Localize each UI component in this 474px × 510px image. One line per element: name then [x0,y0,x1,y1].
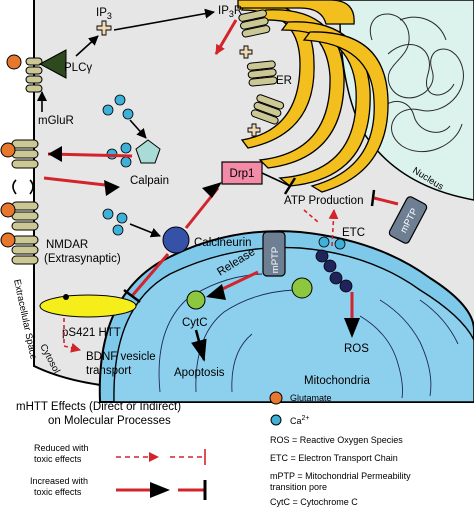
phospho-site [63,294,69,300]
inhibit-bar-mptp-atp [370,189,376,207]
inhibit-mptp-atp [373,196,399,206]
inhibit-ip3r-red [214,19,238,55]
cytc-inner-marker [291,277,313,299]
inhibit-calcineurin-htt [130,253,170,297]
inhibit-bar-drp1-atp [283,177,297,195]
mglur-receptor [6,54,43,93]
legend-glutamate-label: Glutamate [290,393,332,403]
etc-chain [315,249,353,293]
legend-calcium-label: Ca2+ [290,415,310,426]
arrow-ip3-ip3r [113,8,215,31]
inhibit-bar-calcineurin-htt [123,289,141,303]
arrowhead-receptor-calpain [104,180,120,196]
nmdar-label-line1: NMDAR [46,239,88,251]
mptp-left-label: mPTP [270,247,281,273]
ros-label: ROS [344,343,369,355]
endoplasmic-reticulum: ER [237,0,389,193]
mptp-left[interactable]: mPTP [262,231,286,277]
mitochondria-label: Mitochondria [304,375,370,387]
mptp-right[interactable]: mPTP [388,195,428,244]
arrowhead-calcineurin-drp1 [202,182,222,198]
er-label: ER [276,75,292,87]
ip3-bound-icon [247,123,261,137]
arrow-ca-calpain [129,119,147,139]
nmdar-receptor [0,232,39,265]
arrow-plc-ip3 [75,35,99,57]
bdnf-label-line1: BDNF vesicle [86,351,156,363]
calpain-label: Calpain [130,175,169,187]
plcy-label: PLCγ [64,62,92,74]
legend-calcium-main: Ca [290,416,302,426]
legend-mptp-def-line2: transition pore [270,482,327,492]
ps421-htt-icon[interactable] [39,294,137,318]
drp1-label: Drp1 [230,168,255,180]
calcium-channel [0,139,39,169]
plcy-icon [38,49,67,79]
calpain-icon [135,139,161,164]
mglur-label: mGluR [38,115,74,127]
legend-etc-def: ETC = Electron Transport Chain [270,453,398,463]
ip3r-label-sub: 3 [229,9,234,19]
ip3r-label-main: IP [218,5,229,17]
arrow-htt-bdnf [63,318,81,353]
ip3r-label-suffix: R [234,5,242,17]
glutamate-bound [0,232,16,248]
arrows [37,8,399,362]
legend-title-line1: mHTT Effects (Direct or Indirect) [16,401,181,413]
legend-mptp-def-line1: mPTP = Mitochondrial Permeability [270,471,411,481]
arrow-ca-calcineurin [129,223,161,238]
ip3-bound-icon [239,45,253,59]
ip3-label: IP3 [96,7,112,21]
ip3-free-icon [96,20,112,36]
arrow-etc-atp [328,209,339,247]
arrowhead-etc-ros [344,318,360,338]
glutamate-bound [0,202,16,218]
chromatin-scribble [369,13,464,153]
cytc-label: CytC [182,317,208,329]
bdnf-label-line2: transport [86,365,132,377]
calcineurin-icon[interactable] [162,226,190,254]
legend-reduced-line2: toxic effects [34,454,82,464]
ip3-label-sub: 3 [107,11,112,21]
arrowhead-calpain-receptor [48,146,62,162]
arrow-cytc-apoptosis [191,329,207,362]
ip3r-channel [246,60,278,87]
ip3r-channel [250,94,285,125]
atp-production-label: ATP Production [284,195,363,207]
ip3-label-main: IP [96,7,107,19]
ip3r-label: IP3R [218,5,242,19]
inhibit-etc-atp-dashed [303,209,319,223]
glutamate-bound [0,142,16,158]
apoptosis-label: Apoptosis [174,367,225,379]
legend-title-line2: on Molecular Processes [48,415,171,427]
legend-increased-arrowhead [150,482,170,498]
ip3r-channel [238,9,271,38]
cristae [158,273,459,399]
arrow-receptor-calpain [43,176,115,188]
legend-increased-line2: toxic effects [34,487,82,497]
calcineurin-label: Calcineurin [194,237,252,249]
legend-reduced-line1: Reduced with [34,443,89,453]
glutamate-bound [6,54,22,70]
legend-glutamate-icon [269,391,283,405]
calcium-channel [0,201,39,231]
legend-calcium-icon [270,414,282,426]
legend-cytc-def: CytC = Cytochrome C [270,497,358,507]
legend-ros-def: ROS = Reactive Oxygen Species [270,435,403,445]
nmdar-label-line2: (Extrasynaptic) [44,253,121,265]
synaptic-bracket [12,179,34,195]
legend-calcium-sup: 2+ [302,415,310,422]
legend: mHTT Effects (Direct or Indirect) on Mol… [16,391,411,507]
legend-increased-line1: Increased with [30,476,88,486]
cytc-icon[interactable] [186,290,206,310]
etc-label: ETC [342,227,365,239]
arrowhead-release-cytc [206,284,226,300]
inhibit-drp1-atp [261,172,291,187]
ps421-htt-label: pS421 HTT [62,327,121,339]
